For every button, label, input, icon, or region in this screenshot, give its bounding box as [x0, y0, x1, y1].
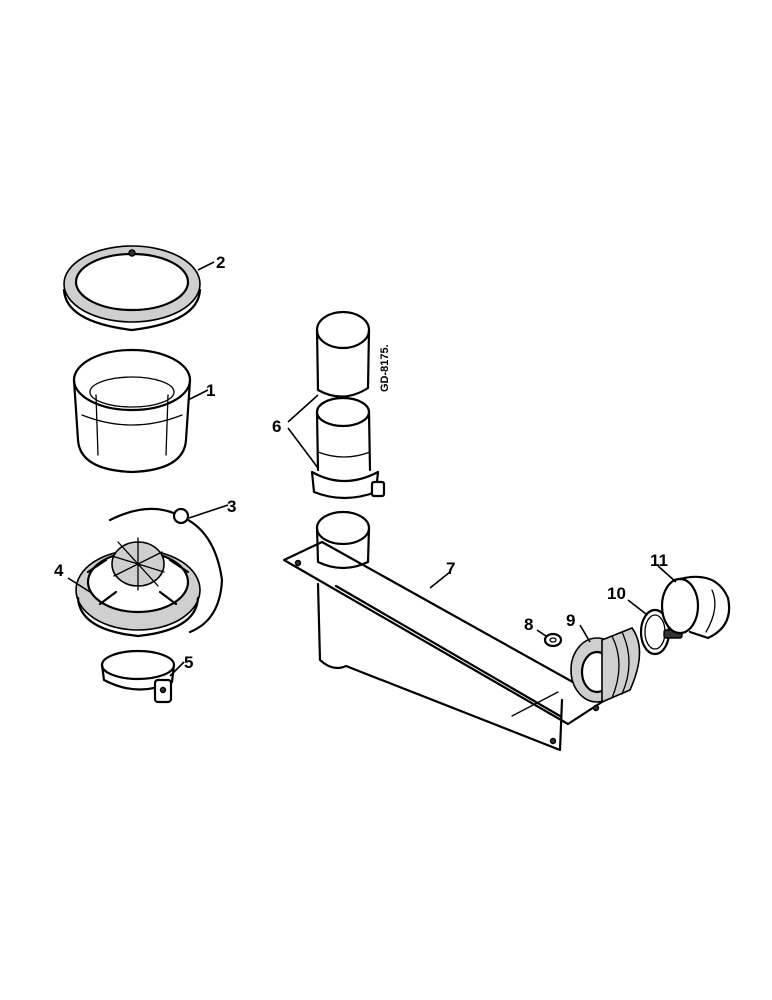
part-7-main-duct — [282, 510, 607, 752]
callouts: 2 1 3 4 5 6 7 8 9 10 11 — [54, 253, 668, 672]
leader-lines — [67, 261, 677, 677]
callout-4: 4 — [54, 561, 64, 580]
part-10-clamp — [639, 608, 683, 656]
callout-10: 10 — [607, 584, 626, 603]
callout-6: 6 — [272, 417, 281, 436]
callout-1: 1 — [206, 381, 215, 400]
callout-9: 9 — [566, 611, 575, 630]
callout-3: 3 — [227, 497, 236, 516]
callout-11: 11 — [650, 551, 668, 570]
callout-5: 5 — [184, 653, 193, 672]
part-6-pipe-sections — [310, 310, 386, 500]
callout-8: 8 — [524, 615, 533, 634]
part-11-elbow — [660, 575, 731, 640]
part-8-washer — [543, 632, 563, 648]
part-1-bowl — [72, 348, 192, 474]
part-5-hose-clamp — [100, 649, 176, 704]
part-2-cover-ring — [62, 245, 202, 332]
part-4-fan-housing — [75, 537, 201, 638]
callout-7: 7 — [446, 559, 455, 578]
callout-2: 2 — [216, 253, 225, 272]
part-3-retaining-wire — [108, 507, 224, 634]
part-9-coupling — [570, 627, 641, 704]
drawing-reference: GD-8175. — [379, 344, 391, 392]
